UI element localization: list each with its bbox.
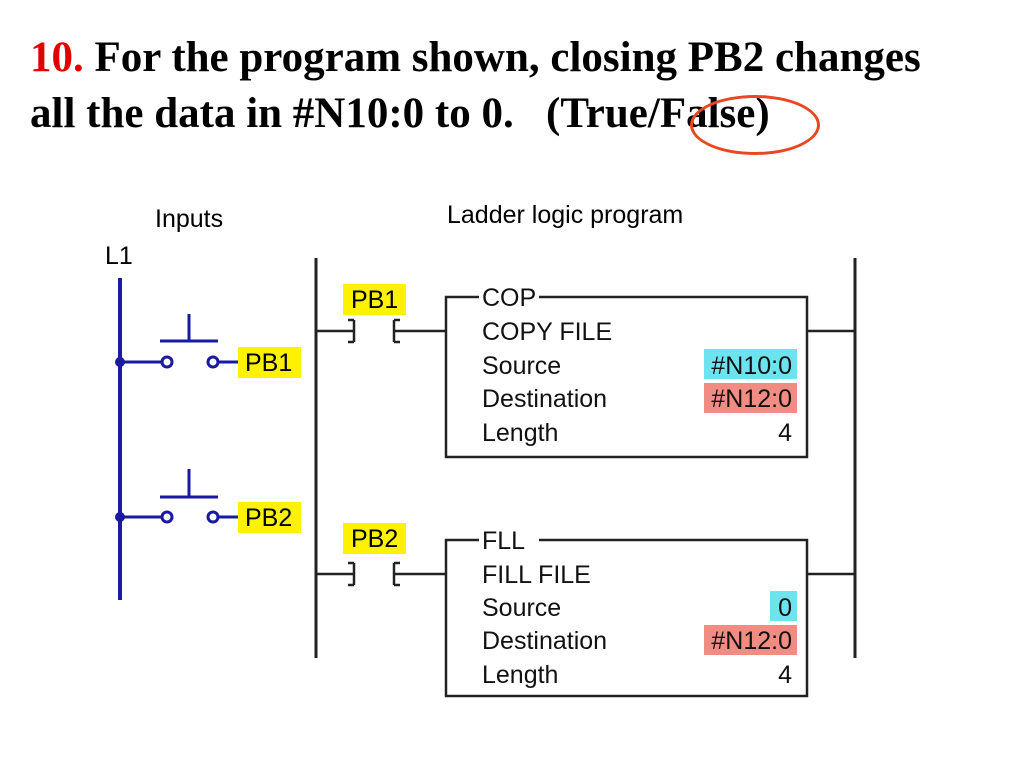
- question-text: 10. For the program shown, closing PB2 c…: [30, 30, 1010, 142]
- input-pb2: PB2: [115, 469, 301, 533]
- question-line-1: For the program shown, closing PB2 chang…: [83, 34, 921, 81]
- source-highlight: [770, 591, 797, 621]
- inputs-title: Inputs: [155, 205, 223, 233]
- rung-contact-tag: PB1: [351, 286, 398, 314]
- length-value: 4: [778, 419, 792, 447]
- tag-highlight: [238, 502, 301, 533]
- program-title: Ladder logic program: [447, 201, 683, 229]
- input-tag-pb2: PB2: [245, 504, 292, 532]
- question-number: 10.: [30, 34, 84, 81]
- examine-if-closed-contact-icon: [316, 318, 446, 344]
- answer-circle: [690, 95, 820, 155]
- destination-highlight: [704, 625, 797, 655]
- source-label: Source: [482, 352, 561, 380]
- mnemonic-bg: [479, 526, 539, 554]
- destination-label: Destination: [482, 627, 607, 655]
- fll-block: FLL FILL FILE Source 0 Destination #N12:…: [444, 526, 855, 698]
- source-label: Source: [482, 594, 561, 622]
- block-mnemonic: COP: [482, 284, 536, 312]
- block-title: COPY FILE: [482, 318, 612, 346]
- destination-value: #N12:0: [711, 627, 792, 655]
- cop-block: COP COPY FILE Source #N10:0 Destination …: [444, 283, 855, 459]
- input-tag-pb1: PB1: [245, 349, 292, 377]
- block-frame: [444, 538, 809, 698]
- destination-label: Destination: [482, 385, 607, 413]
- tag-highlight: [343, 284, 406, 315]
- rung-contact-tag: PB2: [351, 525, 398, 553]
- rung-1: PB1 COP COPY FILE Source #N10:0 Destinat…: [316, 283, 855, 459]
- block-frame: [444, 295, 809, 459]
- block-title: FILL FILE: [482, 561, 591, 589]
- source-value: #N10:0: [711, 352, 792, 380]
- junction-dot: [115, 357, 125, 367]
- destination-value: #N12:0: [711, 385, 792, 413]
- length-label: Length: [482, 419, 558, 447]
- rung-2: PB2 FLL FILL FILE Source 0 Destination #…: [316, 523, 855, 698]
- mnemonic-bg: [479, 283, 539, 311]
- source-value: 0: [778, 594, 792, 622]
- pushbutton-icon: [120, 469, 238, 524]
- block-mnemonic: FLL: [482, 527, 525, 555]
- tag-highlight: [343, 523, 406, 554]
- length-value: 4: [778, 661, 792, 689]
- pushbutton-icon: [120, 314, 238, 369]
- input-pb1: PB1: [115, 314, 301, 378]
- junction-dot: [115, 512, 125, 522]
- rail-label: L1: [105, 242, 133, 270]
- destination-highlight: [704, 383, 797, 413]
- tag-highlight: [238, 347, 301, 378]
- source-highlight: [704, 349, 797, 379]
- length-label: Length: [482, 661, 558, 689]
- examine-if-closed-contact-icon: [316, 561, 446, 587]
